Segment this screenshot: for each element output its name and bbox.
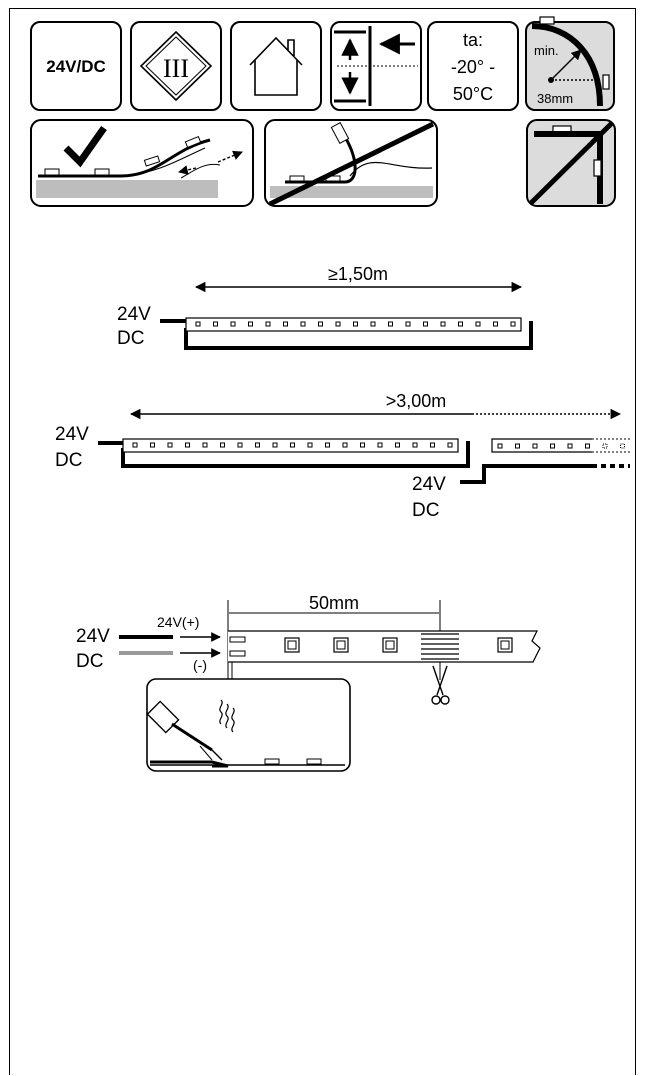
- led-dot: [248, 321, 253, 327]
- led-dot: [550, 443, 555, 449]
- segment-length-label: 50mm: [309, 593, 359, 613]
- led-dot: [515, 443, 520, 449]
- led-chip: [382, 637, 398, 653]
- voltage-label: 24V/DC: [46, 57, 106, 76]
- house-icon: [230, 21, 322, 111]
- mounting-distance-icon: [330, 21, 422, 111]
- wiring1-led-row: [195, 321, 516, 327]
- led-dot: [377, 442, 383, 448]
- soldering-iron-icon: [146, 700, 223, 761]
- led-dot: [255, 442, 260, 448]
- led-dot: [202, 442, 208, 448]
- led-dot: [213, 321, 218, 327]
- led-dot: [307, 442, 313, 448]
- led-dot: [567, 443, 573, 449]
- wiring-diagram-double: >3,00m 24V DC 24V DC: [55, 391, 630, 521]
- wiring-diagram-single: ≥1,50m 24V DC: [117, 264, 533, 350]
- cutting-supply-line1: 24V: [76, 626, 110, 647]
- led-dot: [220, 442, 225, 448]
- wiring1-supply-line2: DC: [117, 328, 144, 349]
- led-dot: [585, 443, 590, 449]
- led-dot: [150, 442, 155, 448]
- led-dot: [272, 442, 278, 448]
- led-dot: [132, 442, 138, 448]
- wiring2-led-row: [132, 442, 453, 448]
- led-dot: [185, 442, 190, 448]
- led-dot: [283, 321, 288, 327]
- led-dot: [230, 321, 236, 327]
- scissors-icon: [431, 665, 450, 705]
- led-chip: [333, 637, 349, 653]
- led-dot: [510, 321, 516, 327]
- led-dot: [342, 442, 348, 448]
- page-frame: [9, 8, 636, 1075]
- temperature-line3: 50°C: [453, 84, 493, 104]
- led-dot: [405, 321, 411, 327]
- correct-mounting-icon: [30, 119, 254, 207]
- heat-icon: [219, 699, 235, 733]
- wiring2-supply-a-line2: DC: [55, 450, 82, 471]
- temperature-line2: -20° -: [451, 57, 495, 77]
- incorrect-mounting-icon: [264, 119, 438, 207]
- led-chip: [497, 637, 513, 653]
- negative-label: (-): [193, 657, 207, 673]
- led-dot: [532, 443, 538, 449]
- led-dot: [412, 442, 418, 448]
- bend-radius-icon: min. 38mm: [525, 16, 615, 111]
- led-dot: [475, 321, 481, 327]
- voltage-icon: 24V/DC: [30, 21, 122, 111]
- led-dot: [602, 443, 608, 449]
- protection-class-icon: III: [130, 21, 222, 111]
- wiring2-supply-b-line1: 24V: [412, 474, 446, 495]
- led-dot: [423, 321, 428, 327]
- positive-label: 24V(+): [157, 614, 199, 630]
- led-dot: [388, 321, 393, 327]
- led-chip: [284, 637, 300, 653]
- wiring1-supply-line1: 24V: [117, 304, 151, 325]
- led-dot: [353, 321, 358, 327]
- temperature-icon: ta: -20° - 50°C: [427, 21, 519, 111]
- led-dot: [265, 321, 271, 327]
- led-dot: [300, 321, 306, 327]
- led-dot: [440, 321, 446, 327]
- wiring2-length-label: >3,00m: [386, 391, 447, 411]
- wiring2-supply-a-line1: 24V: [55, 424, 89, 445]
- soldering-inset: [146, 678, 351, 772]
- wiring1-length-label: ≥1,50m: [328, 264, 388, 284]
- led-dot: [620, 443, 625, 449]
- wiring2-second-led-row: [497, 443, 625, 449]
- cutting-supply-line2: DC: [76, 651, 103, 672]
- led-dot: [318, 321, 323, 327]
- led-dot: [447, 442, 453, 448]
- cutting-diagram: 50mm 24V DC: [76, 593, 541, 772]
- led-dot: [360, 442, 365, 448]
- led-dot: [195, 321, 201, 327]
- led-dot: [458, 321, 463, 327]
- led-dot: [497, 443, 503, 449]
- bend-min-label: min.: [534, 43, 559, 58]
- led-dot: [325, 442, 330, 448]
- led-dot: [167, 442, 173, 448]
- no-overlap-icon: [526, 119, 616, 207]
- led-dot: [430, 442, 435, 448]
- led-dot: [290, 442, 295, 448]
- protection-class-label: III: [163, 54, 189, 83]
- cut-marks: [421, 633, 459, 660]
- wiring2-supply-b-line2: DC: [412, 500, 439, 521]
- led-dot: [237, 442, 243, 448]
- temperature-line1: ta:: [463, 30, 483, 50]
- led-dot: [493, 321, 498, 327]
- bend-radius-label: 38mm: [537, 91, 573, 106]
- led-dot: [335, 321, 341, 327]
- led-dot: [370, 321, 376, 327]
- led-dot: [395, 442, 400, 448]
